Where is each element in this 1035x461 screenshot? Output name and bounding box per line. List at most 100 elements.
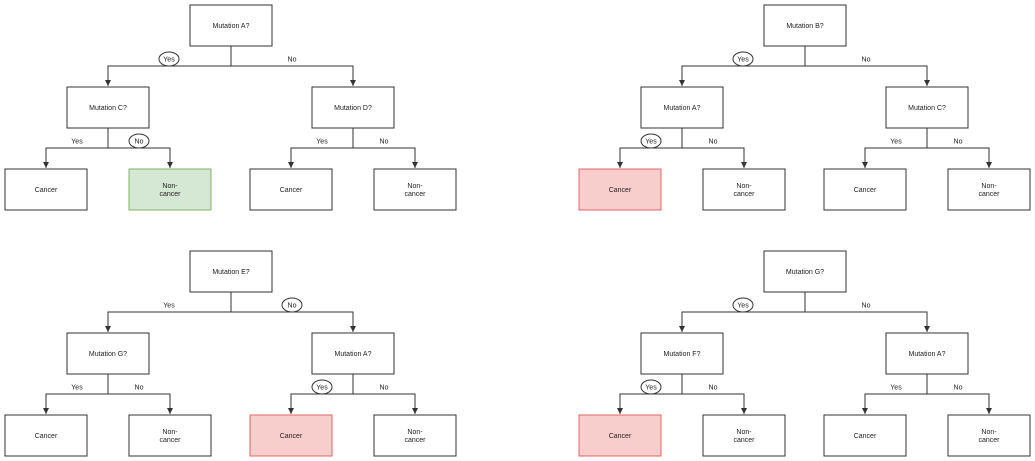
root-no-edge: [804, 46, 930, 86]
leaf-non-cancer-label: Non-cancer: [978, 183, 1000, 198]
leaf-cancer-node[interactable]: [4, 168, 88, 211]
right-yes-label-circle: [311, 379, 333, 395]
root-no-label-circle: [281, 297, 303, 313]
leaf-non-cancer-label: Non-cancer: [733, 183, 755, 198]
leaf-cancer-label: Cancer: [280, 433, 303, 440]
right-no-edge: [352, 374, 418, 414]
leaf-non-cancer-label: Non-cancer: [159, 429, 181, 444]
leaf-non-cancer-label: Non-cancer: [404, 429, 426, 444]
left-no-label-circle: [128, 133, 150, 149]
root-no-edge: [804, 292, 930, 332]
right-yes-edge: [862, 128, 928, 168]
leaf-cancer-node[interactable]: [249, 414, 333, 457]
leaf-non-cancer-label: Non-cancer: [733, 429, 755, 444]
leaf-non-cancer-node[interactable]: [128, 414, 212, 457]
right-decision-label: Mutation A?: [335, 351, 372, 358]
leaf-non-cancer-label: Non-cancer: [159, 183, 181, 198]
right-no-edge: [926, 128, 992, 168]
left-decision-label: Mutation A?: [664, 105, 701, 112]
root-no-label: No: [862, 57, 871, 64]
leaf-non-cancer-node[interactable]: [947, 168, 1031, 211]
root-yes-edge: [105, 292, 232, 332]
left-yes-label-circle: [640, 379, 662, 395]
root-node[interactable]: [763, 4, 847, 47]
leaf-cancer-label: Cancer: [280, 187, 303, 194]
root-node[interactable]: [189, 4, 273, 47]
left-no-edge: [681, 128, 747, 168]
root-node-label: Mutation E?: [212, 269, 249, 276]
leaf-non-cancer-node[interactable]: [373, 414, 457, 457]
right-decision-label: Mutation C?: [908, 105, 946, 112]
leaf-cancer-node[interactable]: [249, 168, 333, 211]
leaf-non-cancer-label: Non-cancer: [978, 429, 1000, 444]
root-yes-label: Yes: [737, 303, 749, 310]
right-no-label: No: [380, 385, 389, 392]
right-no-label: No: [954, 139, 963, 146]
right-decision-node[interactable]: [311, 332, 395, 375]
right-decision-node[interactable]: [885, 332, 969, 375]
left-decision-label: Mutation C?: [89, 105, 127, 112]
root-node-label: Mutation G?: [786, 269, 824, 276]
leaf-non-cancer-node[interactable]: [947, 414, 1031, 457]
right-no-label: No: [380, 139, 389, 146]
leaf-cancer-node[interactable]: [823, 414, 907, 457]
leaf-cancer-node[interactable]: [578, 414, 662, 457]
root-no-label: No: [862, 303, 871, 310]
right-yes-edge: [862, 374, 928, 414]
left-no-label: No: [135, 385, 144, 392]
left-decision-label: Mutation F?: [664, 351, 701, 358]
left-no-edge: [681, 374, 747, 414]
left-yes-label-circle: [640, 133, 662, 149]
leaf-cancer-label: Cancer: [35, 187, 58, 194]
right-yes-label: Yes: [316, 385, 328, 392]
root-yes-label: Yes: [163, 57, 175, 64]
right-decision-label: Mutation A?: [909, 351, 946, 358]
leaf-cancer-node[interactable]: [4, 414, 88, 457]
root-yes-label-circle: [158, 51, 180, 67]
root-no-label: No: [288, 57, 297, 64]
right-decision-node[interactable]: [885, 86, 969, 129]
left-no-label: No: [709, 139, 718, 146]
right-yes-label: Yes: [890, 385, 902, 392]
leaf-cancer-label: Cancer: [609, 433, 632, 440]
right-yes-label: Yes: [316, 139, 328, 146]
leaf-cancer-node[interactable]: [578, 168, 662, 211]
root-yes-label: Yes: [163, 303, 175, 310]
right-no-label: No: [954, 385, 963, 392]
right-no-edge: [352, 128, 418, 168]
leaf-non-cancer-node[interactable]: [702, 414, 786, 457]
left-yes-label: Yes: [71, 139, 83, 146]
leaf-cancer-node[interactable]: [823, 168, 907, 211]
right-decision-label: Mutation D?: [334, 105, 372, 112]
leaf-non-cancer-node[interactable]: [702, 168, 786, 211]
leaf-non-cancer-label: Non-cancer: [404, 183, 426, 198]
root-no-label: No: [288, 303, 297, 310]
left-no-label: No: [709, 385, 718, 392]
root-no-edge: [230, 46, 356, 86]
root-yes-label-circle: [732, 297, 754, 313]
left-no-label: No: [135, 139, 144, 146]
left-yes-edge: [43, 128, 109, 168]
right-no-edge: [926, 374, 992, 414]
left-no-edge: [107, 374, 173, 414]
leaf-non-cancer-node[interactable]: [373, 168, 457, 211]
root-node-label: Mutation A?: [213, 23, 250, 30]
leaf-non-cancer-node[interactable]: [128, 168, 212, 211]
left-yes-label: Yes: [71, 385, 83, 392]
root-yes-label: Yes: [737, 57, 749, 64]
root-yes-label-circle: [732, 51, 754, 67]
right-yes-label: Yes: [890, 139, 902, 146]
left-decision-label: Mutation G?: [89, 351, 127, 358]
leaf-cancer-label: Cancer: [609, 187, 632, 194]
left-yes-edge: [43, 374, 109, 414]
root-node-label: Mutation B?: [786, 23, 823, 30]
leaf-cancer-label: Cancer: [854, 433, 877, 440]
right-yes-edge: [288, 128, 354, 168]
leaf-cancer-label: Cancer: [854, 187, 877, 194]
